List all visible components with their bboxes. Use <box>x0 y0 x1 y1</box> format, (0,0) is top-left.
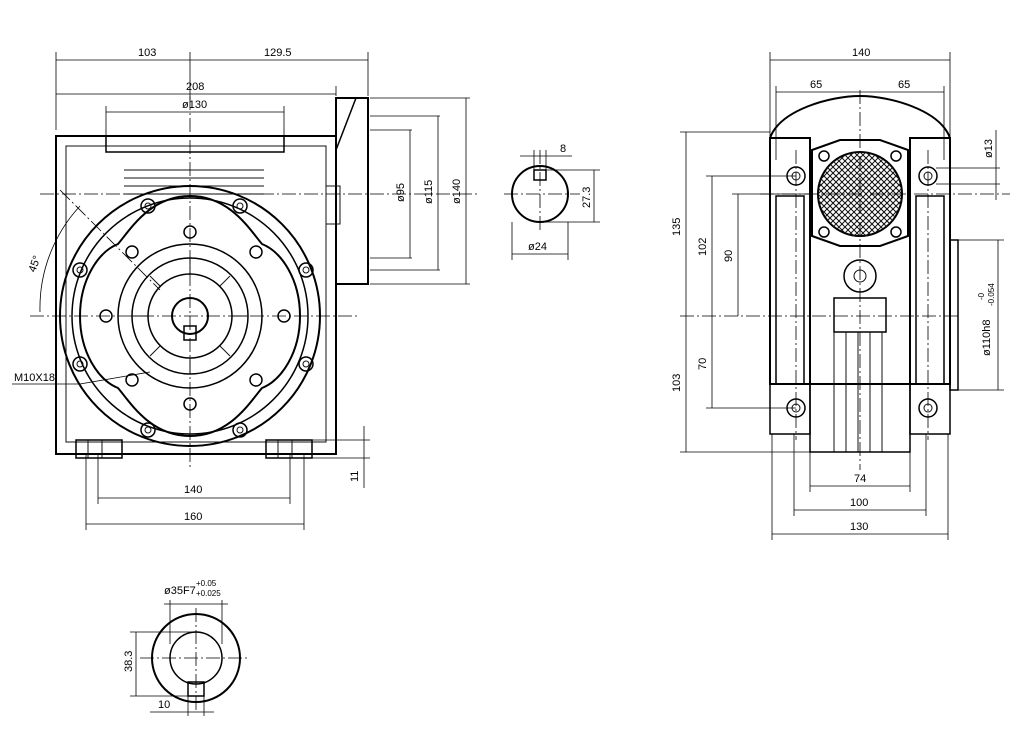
side-100: 100 <box>850 497 868 509</box>
front-view: 45° M10X18 103 129.5 208 ø130 ø95 ø115 ø… <box>12 47 480 530</box>
dim-208: 208 <box>186 81 204 93</box>
side-74: 74 <box>854 473 866 485</box>
side-view: 140 65 65 ø13 135 102 90 70 103 ø110h8 <box>671 47 1010 540</box>
angle-label: 45° <box>27 254 44 274</box>
side-102: 102 <box>697 238 709 256</box>
side-90: 90 <box>723 250 735 262</box>
motor-flange <box>811 139 909 247</box>
side-housing <box>769 94 951 385</box>
dim-103: 103 <box>138 47 156 59</box>
bolt-holes <box>72 198 314 438</box>
side-65-right: 65 <box>898 79 910 91</box>
angle-arc <box>39 205 81 313</box>
side-65-left: 65 <box>810 79 822 91</box>
side-103: 103 <box>671 374 683 392</box>
output-hub-detail: ø35F7 +0.05 +0.025 38.3 10 <box>123 579 250 716</box>
flange-chamfer <box>335 97 357 151</box>
housing-outline <box>55 135 337 455</box>
dim-140: 140 <box>184 484 202 496</box>
foot-right <box>265 439 313 459</box>
dim-d95: ø95 <box>395 183 407 202</box>
key-depth: 27.3 <box>581 187 593 208</box>
housing-inner-outline <box>65 145 327 443</box>
hub-keyway-depth: 38.3 <box>123 651 135 672</box>
side-130: 130 <box>850 521 868 533</box>
side-70: 70 <box>697 358 709 370</box>
input-shaft-dia: ø24 <box>528 241 547 253</box>
input-flange-body <box>335 97 369 285</box>
side-135: 135 <box>671 218 683 236</box>
hole-dia-13: ø13 <box>983 139 995 158</box>
foot-left <box>75 439 123 459</box>
hub-bore-dia: ø35F7 <box>164 585 196 597</box>
input-shaft-detail: 8 27.3 ø24 <box>504 143 600 260</box>
dim-160: 160 <box>184 511 202 523</box>
dim-d130: ø130 <box>182 99 207 111</box>
dim-d115: ø115 <box>423 180 435 204</box>
output-tol-lower: -0.054 <box>987 283 996 306</box>
hub-tol-lower: +0.025 <box>196 589 221 598</box>
hub-tol-upper: +0.05 <box>196 579 217 588</box>
thread-label: M10X18 <box>14 372 55 384</box>
dim-11: 11 <box>349 471 361 482</box>
key-width: 8 <box>560 143 566 155</box>
top-cover <box>105 136 285 153</box>
dim-129-5: 129.5 <box>264 47 292 59</box>
output-tol-upper: -0 <box>977 292 986 300</box>
hub-keyway-width: 10 <box>158 699 170 711</box>
side-width-140: 140 <box>852 47 870 59</box>
dim-d140: ø140 <box>451 179 463 204</box>
output-flange-dia: ø110h8 <box>981 320 993 357</box>
